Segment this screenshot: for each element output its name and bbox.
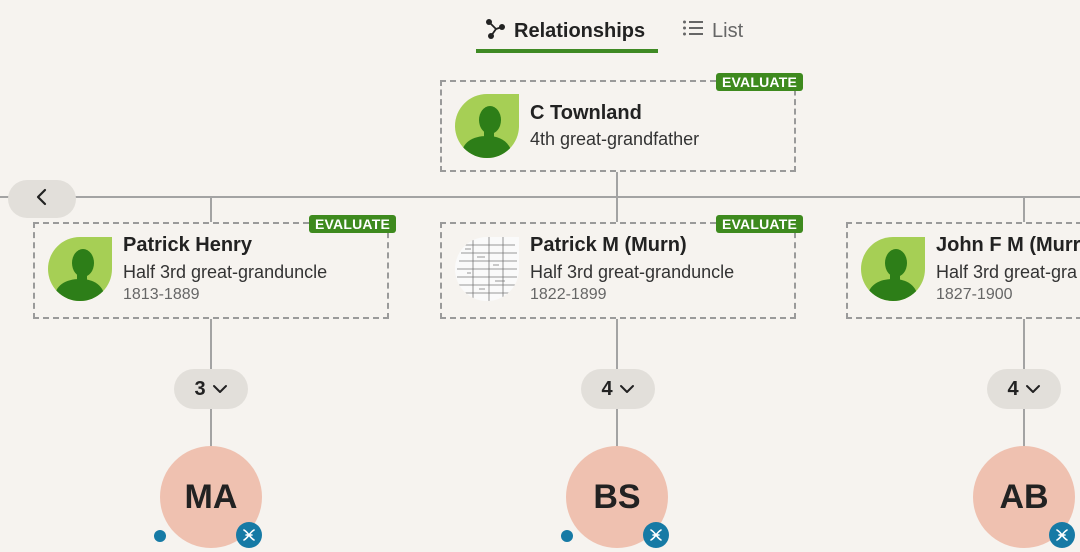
person-card-clip: John F M (Murr Half 3rd great-gra 1827-1…	[846, 222, 1080, 322]
relationships-icon	[484, 17, 506, 45]
new-indicator-dot	[154, 530, 166, 542]
person-dates: 1813-1889	[123, 286, 200, 303]
root-connector	[616, 172, 618, 197]
child-connector-2	[616, 196, 618, 222]
person-relationship: Half 3rd great-granduncle	[530, 262, 735, 282]
dna-icon	[236, 522, 262, 548]
evaluate-badge: EVALUATE	[716, 215, 803, 233]
sibling-connector	[0, 196, 1080, 198]
person-relationship: Half 3rd great-gra	[936, 262, 1078, 282]
person-relationship: 4th great-grandfather	[530, 129, 700, 149]
evaluate-badge: EVALUATE	[716, 73, 803, 91]
person-silhouette-icon	[861, 237, 925, 301]
tab-relationships-label: Relationships	[514, 19, 646, 42]
person-name: John F M (Murr	[936, 234, 1080, 256]
tab-list[interactable]: List	[682, 14, 743, 48]
tab-relationships[interactable]: Relationships	[484, 14, 645, 48]
scroll-left-button[interactable]	[8, 180, 76, 218]
new-indicator-dot	[561, 530, 573, 542]
person-dates: 1822-1899	[530, 286, 607, 303]
person-name: Patrick M (Murn)	[530, 234, 687, 256]
descendant-count: 4	[1007, 377, 1019, 400]
descendant-count-button[interactable]: 4	[987, 369, 1061, 409]
descendant-count-button[interactable]: 4	[581, 369, 655, 409]
person-name: C Townland	[530, 102, 642, 124]
person-relationship: Half 3rd great-granduncle	[123, 262, 328, 282]
descendant-count-button[interactable]: 3	[174, 369, 248, 409]
descendant-count: 3	[194, 377, 206, 400]
list-icon	[682, 18, 704, 44]
chevron-down-icon	[1025, 378, 1041, 401]
chevron-down-icon	[619, 378, 635, 401]
avatar-initials: BS	[593, 477, 641, 516]
tab-list-label: List	[712, 19, 744, 42]
person-name: Patrick Henry	[123, 234, 252, 256]
person-silhouette-icon	[455, 94, 519, 158]
child-connector-3	[1023, 196, 1025, 222]
avatar-initials: MA	[184, 477, 238, 516]
person-silhouette-icon	[48, 237, 112, 301]
chevron-left-icon	[35, 188, 49, 211]
person-dates: 1827-1900	[936, 286, 1013, 303]
chevron-down-icon	[212, 378, 228, 401]
avatar-initials: AB	[999, 477, 1049, 516]
person-card[interactable]: John F M (Murr Half 3rd great-gra 1827-1…	[846, 222, 1080, 319]
person-card[interactable]: EVALUATE Patrick M (Murn) Half 3rd great…	[440, 215, 803, 319]
descendant-count: 4	[601, 377, 613, 400]
child-connector-1	[210, 196, 212, 222]
evaluate-badge: EVALUATE	[309, 215, 396, 233]
dna-match-avatar[interactable]: BS	[566, 446, 668, 548]
root-person-card[interactable]: EVALUATE C Townland 4th great-grandfathe…	[440, 73, 803, 172]
dna-icon	[643, 522, 669, 548]
person-card[interactable]: EVALUATE Patrick Henry Half 3rd great-gr…	[33, 215, 396, 319]
dna-icon	[1049, 522, 1075, 548]
record-image-thumbnail	[455, 237, 519, 301]
active-tab-indicator	[476, 49, 658, 53]
